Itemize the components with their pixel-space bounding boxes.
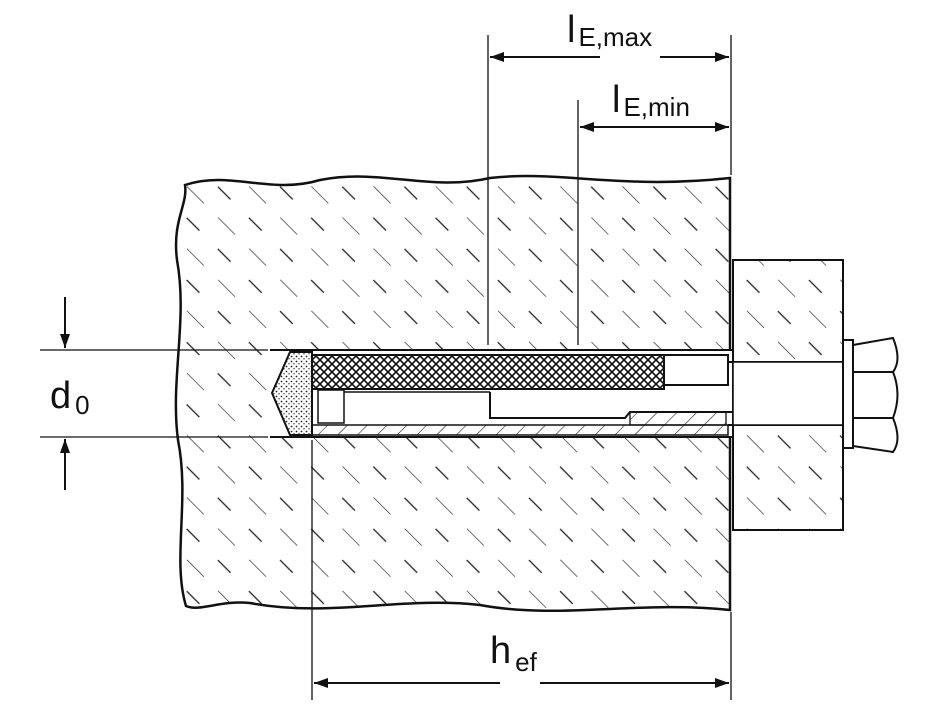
- fixture-plate: [732, 259, 844, 531]
- anchor-rod: [311, 354, 845, 436]
- nut: [842, 336, 899, 454]
- dimension-lines: [40, 35, 732, 700]
